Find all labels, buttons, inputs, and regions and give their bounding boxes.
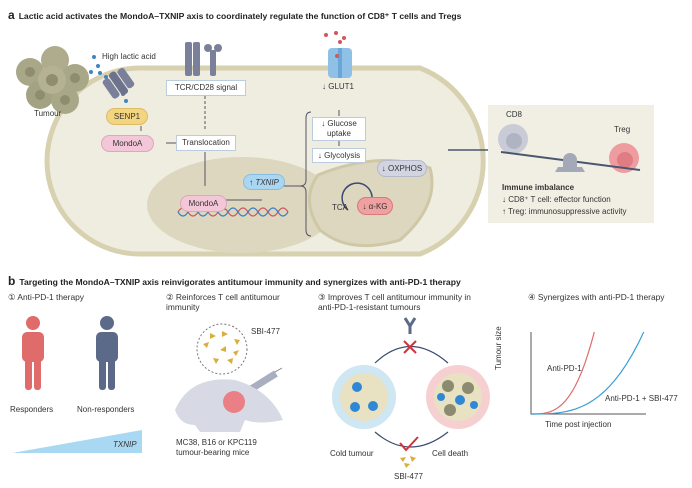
tca-label: TCA [332,203,348,212]
nucleus [147,157,337,253]
txnip-gradient-label: TXNIP [113,440,137,449]
sbi-477-triangles-small [400,456,416,468]
chart-xlabel: Time post injection [545,420,612,429]
step-3: ③ Improves T cell antitumour immunity in… [318,292,471,312]
tcr-receptor-icon [185,42,200,76]
sbi-pathway-arrow [374,431,449,448]
mondoa-nucleus-node: MondoA [180,195,227,212]
cd8-effect-line: ↓ CD8⁺ T cell: effector function [502,195,611,204]
senp1-node: SENP1 [106,108,148,125]
tumour-label: Tumour [34,109,62,118]
step-4: ④ Synergizes with anti-PD-1 therapy [528,292,665,302]
alpha-kg-node: ↓ α-KG [357,197,393,215]
sbi-477-label: SBI-477 [251,327,280,336]
cell-death-label: Cell death [432,449,469,458]
mouse-tumour-icon [223,391,245,413]
step-2: ② Reinforces T cell antitumour immunity [166,292,280,312]
series-line-0 [531,331,595,415]
immune-imbalance-title: Immune imbalance [502,183,575,192]
tumour-cluster-icon [16,46,89,114]
series-label-anti-pd1: Anti-PD-1 [547,364,582,373]
mondoa-cytoplasm-node: MondoA [101,135,154,152]
cold-tumour-label: Cold tumour [330,449,374,458]
lactic-acid-label: High lactic acid [102,52,156,61]
antibody-icon [403,317,417,334]
tca-cycle-arrow [341,182,373,211]
check-icon [399,436,419,452]
translocation-box: Translocation [176,135,236,151]
oxphos-node: ↓ OXPHOS [377,160,427,177]
treg-label: Treg [614,125,631,134]
lactate-transporter-icon [102,67,135,99]
cd8-label: CD8 [506,110,523,119]
series-label-combo: Anti-PD-1 + SBI-477 [605,394,678,403]
chart-ylabel: Tumour size [494,326,503,370]
non-responder-figure-icon [96,316,118,390]
tumour-size-chart [530,331,646,415]
txnip-gradient-wedge [12,430,142,453]
txnip-node: ↑ TXNIP [243,174,285,190]
tcr-cd28-signal-box: TCR/CD28 signal [166,80,246,96]
mice-label: MC38, B16 or KPC119 tumour-bearing mice [176,438,257,457]
glucose-uptake-box: ↓ Glucose uptake [312,117,366,141]
responder-figure-icon [22,316,44,390]
glut1-label: ↓ GLUT1 [322,82,355,91]
sbi-477-label-2: SBI-477 [394,472,423,481]
step-1: ① Anti-PD-1 therapy [8,292,84,302]
drug-circle [196,323,248,375]
seesaw-fulcrum [555,153,585,172]
treg-effect-line: ↑ Treg: immunosuppressive activity [502,207,627,216]
panel-a-letter: a [8,8,15,22]
panel-a-title: Lactic acid activates the MondoA–TXNIP a… [18,11,462,21]
cd28-receptor-icon [204,44,222,76]
lactate-dots [89,55,128,103]
panel-b-letter: b [8,274,16,288]
glut1-transporter-icon [324,31,352,78]
non-responders-label: Non-responders [77,405,135,414]
cross-icon [403,340,417,354]
responders-label: Responders [10,405,54,414]
series-line-1 [531,331,645,415]
panel-b-title: Targeting the MondoA–TXNIP axis reinvigo… [19,277,461,287]
sbi-477-triangles [203,331,240,364]
glycolysis-box: ↓ Glycolysis [312,148,366,163]
